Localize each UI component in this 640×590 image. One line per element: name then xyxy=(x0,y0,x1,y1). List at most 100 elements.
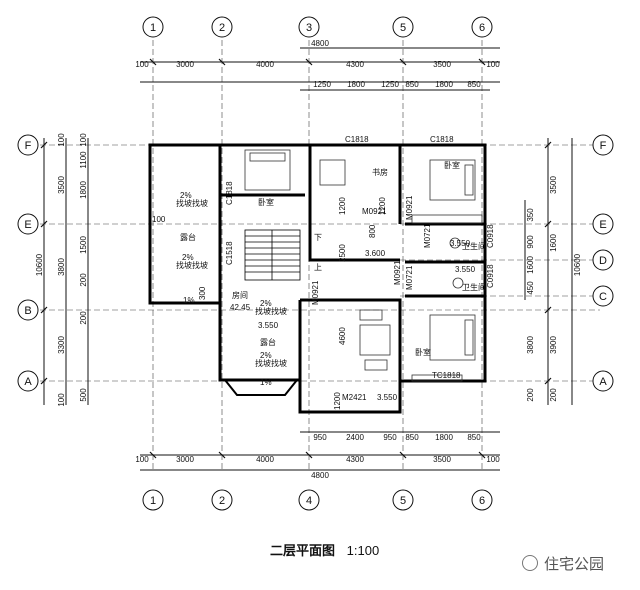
level-mark: 3.600 xyxy=(365,249,386,258)
dim-top-sub: 1800 xyxy=(435,80,453,89)
dim-top-seg: 3000 xyxy=(176,60,194,69)
dim-bottom-sub: 850 xyxy=(405,433,419,442)
stair-up-label: 上 xyxy=(314,263,322,272)
dim-left-outer: 100 xyxy=(57,133,66,147)
watermark-text: 住宅公园 xyxy=(544,556,605,573)
door-m0921: M0921 xyxy=(393,260,402,285)
dim-top-seg: 100 xyxy=(135,60,149,69)
dim-left-inner: 200 xyxy=(79,311,88,325)
window-c0918: C0918 xyxy=(486,224,495,248)
dim-bottom-sub: 1800 xyxy=(435,433,453,442)
dim-right-inner: 1600 xyxy=(526,256,535,274)
dim-bottom-seg: 100 xyxy=(135,455,149,464)
dim-right-inner: 900 xyxy=(526,235,535,249)
room-study-label: 书房 xyxy=(372,167,388,177)
dim-top-seg: 3500 xyxy=(433,60,451,69)
window-c0918: C0918 xyxy=(486,264,495,288)
window-c1818b: C1818 xyxy=(430,135,454,144)
axis-right-d: D xyxy=(599,255,607,267)
dim-left-inner: 200 xyxy=(79,273,88,287)
door-m0921: M0921 xyxy=(405,195,414,220)
room-bedroom-label: 卧室 xyxy=(258,197,274,207)
room-bath2-label: 卫生间 xyxy=(462,282,486,292)
axis-left-b: B xyxy=(24,305,31,317)
dim-right-inner: 350 xyxy=(526,208,535,222)
level-mark: 42.45 xyxy=(230,303,251,312)
dim-right-inner: 200 xyxy=(526,388,535,402)
slope-note: 找坡找坡 xyxy=(176,260,208,270)
dim-right-outer: 200 xyxy=(549,388,558,402)
axis-left-e: E xyxy=(24,219,31,231)
level-mark: 3.550 xyxy=(455,265,476,274)
axis-top-5: 5 xyxy=(400,22,406,34)
door-m0721: M0721 xyxy=(423,223,432,248)
dim-top-sub: 850 xyxy=(467,80,481,89)
floor-plan: 1 2 3 5 6 1 2 4 5 6 F E B A F E D C A 48… xyxy=(17,16,614,511)
dim-left-inner: 1500 xyxy=(79,236,88,254)
axis-bottom-4: 4 xyxy=(306,495,312,507)
dim-top-total: 4800 xyxy=(311,39,329,48)
slope-mark: 2% xyxy=(180,191,192,200)
axis-left-f: F xyxy=(25,140,32,152)
window-c1518: C1518 xyxy=(225,241,234,265)
level-mark: 3.550 xyxy=(258,321,279,330)
door-m0921: M0921 xyxy=(362,207,387,216)
dim-right-inner: 3800 xyxy=(526,336,535,354)
dim-bottom-sub: 950 xyxy=(383,433,397,442)
dim-misc: 800 xyxy=(368,224,377,238)
dim-top-sub: 850 xyxy=(405,80,419,89)
axis-bottom-6: 6 xyxy=(479,495,485,507)
axis-top-6: 6 xyxy=(479,22,485,34)
dim-left-outer: 3800 xyxy=(57,258,66,276)
dim-top-sub: 1800 xyxy=(347,80,365,89)
room-name-label: 房间 xyxy=(232,290,248,300)
dim-misc: 300 xyxy=(198,286,207,300)
room-bedroom2-label: 卧室 xyxy=(444,160,460,170)
room-bath-label: 卫生间 xyxy=(462,241,486,251)
axis-bottom-1: 1 xyxy=(150,495,156,507)
axis-top-3: 3 xyxy=(306,22,312,34)
slope-note: 找坡找坡 xyxy=(176,198,208,208)
wechat-icon xyxy=(522,555,538,571)
dim-bottom-sub: 850 xyxy=(467,433,481,442)
dim-left-inner: 100 xyxy=(79,133,88,147)
slope-mark: 1% xyxy=(260,378,272,387)
dim-misc: 100 xyxy=(152,215,166,224)
room-balcony2-label: 露台 xyxy=(260,337,276,347)
axis-bottom-5: 5 xyxy=(400,495,406,507)
axis-top-2: 2 xyxy=(219,22,225,34)
caption-scale: 1:100 xyxy=(346,543,380,558)
slope-note: 找坡找坡 xyxy=(255,306,287,316)
dim-right-total: 10600 xyxy=(573,253,582,276)
axis-right-c: C xyxy=(599,291,607,303)
axis-left-a: A xyxy=(24,376,32,388)
dim-right-inner: 450 xyxy=(526,281,535,295)
dim-bottom-sub: 950 xyxy=(313,433,327,442)
stair-down-label: 下 xyxy=(314,233,322,242)
dim-bottom-seg: 100 xyxy=(486,455,500,464)
door-m0921: M0921 xyxy=(311,280,320,305)
window-c1818: C1818 xyxy=(345,135,369,144)
door-m0721: M0721 xyxy=(405,265,414,290)
dim-top-seg: 4000 xyxy=(256,60,274,69)
dim-bottom-seg: 4000 xyxy=(256,455,274,464)
dim-top-seg: 4300 xyxy=(346,60,364,69)
slope-mark: 1% xyxy=(183,296,195,305)
dim-misc: 1200 xyxy=(333,392,342,410)
door-m2421: M2421 xyxy=(342,393,367,402)
dim-left-inner: 500 xyxy=(79,388,88,402)
dim-bottom-total: 4800 xyxy=(311,471,329,480)
level-mark: 3.550 xyxy=(377,393,398,402)
dim-top-seg: 100 xyxy=(486,60,500,69)
dim-left-outer: 100 xyxy=(57,393,66,407)
dim-left-outer: 3500 xyxy=(57,176,66,194)
dim-left-inner: 1800 xyxy=(79,181,88,199)
dim-bottom-seg: 4300 xyxy=(346,455,364,464)
dim-right-outer: 1600 xyxy=(549,234,558,252)
slope-mark: 2% xyxy=(182,253,194,262)
dim-left-total: 10600 xyxy=(35,253,44,276)
slope-note: 找坡找坡 xyxy=(255,358,287,368)
room-bedroom3-label: 卧室 xyxy=(415,347,431,357)
dim-misc: 4600 xyxy=(338,327,347,345)
dim-misc: 2500 xyxy=(338,244,347,262)
